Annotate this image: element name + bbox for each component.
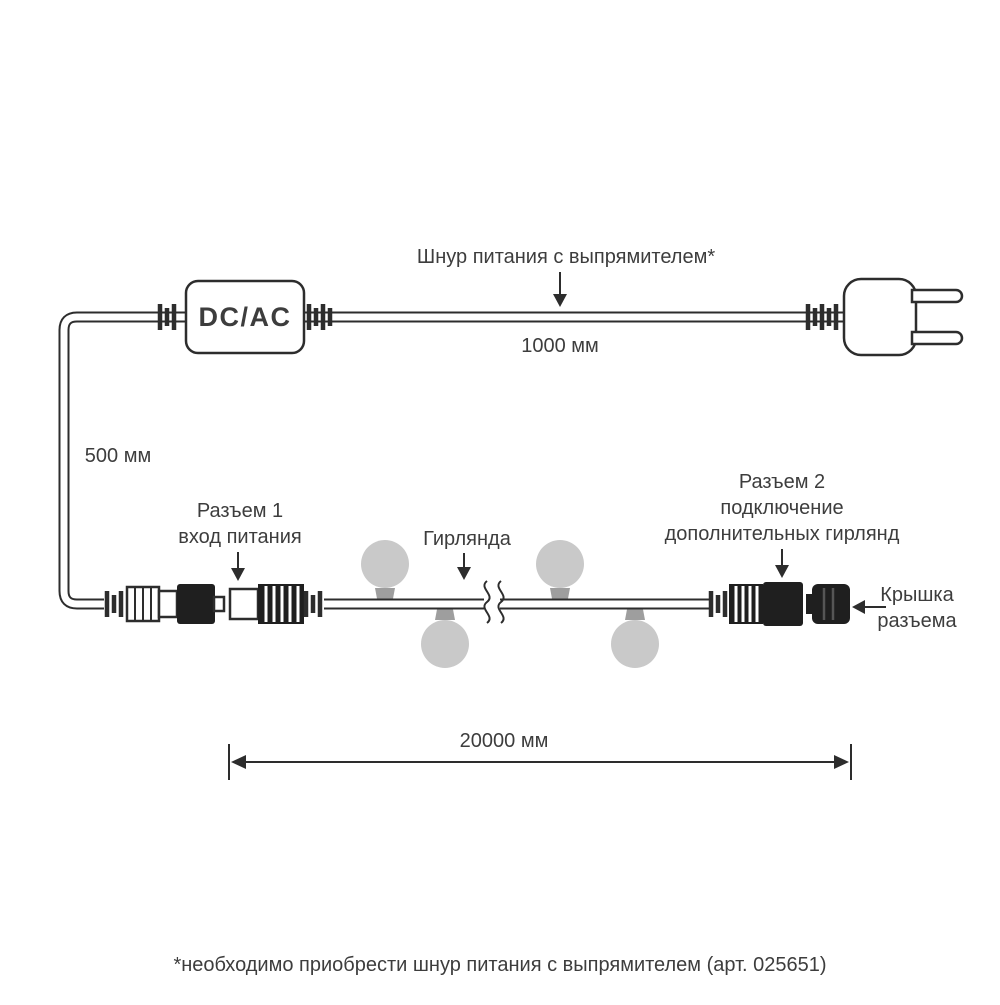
connector-2-subtitle-2: дополнительных гирлянд <box>665 523 900 545</box>
footnote: *необходимо приобрести шнур питания с вы… <box>173 954 826 976</box>
connector-2-title: Разъем 2 <box>739 471 825 493</box>
connector-2-label: Разъем 2 подключение дополнительных гирл… <box>665 471 900 578</box>
strain-relief-right-of-converter <box>306 304 333 330</box>
dimension-arrow-left-icon <box>231 755 246 769</box>
cap-label: Крышка разъема <box>852 584 958 632</box>
connector-1-label: Разъем 1 вход питания <box>178 500 302 581</box>
connector-cap <box>806 584 850 624</box>
garland-arrow-icon <box>457 567 471 580</box>
dcac-label: DC/AC <box>199 302 292 332</box>
bulb <box>536 540 584 588</box>
cap-arrow-icon <box>852 600 865 614</box>
dimension-line-garland: 20000 мм <box>228 730 852 780</box>
connector-1-plug <box>104 584 226 624</box>
garland-string <box>324 540 712 668</box>
power-cord-label: Шнур питания с выпрямителем* <box>417 246 715 268</box>
connector-2-socket <box>708 582 803 626</box>
power-cord-arrow-down-icon <box>553 272 567 307</box>
left-cable-length-label: 500 мм <box>85 445 151 467</box>
connector-1-arrow-icon <box>231 568 245 581</box>
power-plug <box>842 277 964 357</box>
strain-relief-at-plug <box>805 304 839 330</box>
plug-pin-bottom <box>910 330 964 346</box>
connector-2-arrow-icon <box>775 565 789 578</box>
cord-length-label: 1000 мм <box>521 335 599 357</box>
cap-title: Крышка <box>880 584 954 606</box>
break-symbol <box>483 580 505 624</box>
plug-pin-top <box>910 288 964 304</box>
connector-1-subtitle: вход питания <box>178 526 301 548</box>
bulb <box>611 620 659 668</box>
connector-1-title: Разъем 1 <box>197 500 283 522</box>
garland-label: Гирлянда <box>423 528 512 580</box>
connector-2-subtitle: подключение <box>720 497 843 519</box>
bulb <box>421 620 469 668</box>
connector-1-socket <box>228 584 323 624</box>
cap-subtitle: разъема <box>877 610 957 632</box>
dcac-converter: DC/AC <box>184 279 306 355</box>
bulb <box>361 540 409 588</box>
plug-body <box>842 277 918 357</box>
garland-title: Гирлянда <box>423 528 512 550</box>
garland-length-label: 20000 мм <box>460 730 549 752</box>
dimension-arrow-right-icon <box>834 755 849 769</box>
cable-500mm <box>58 311 192 610</box>
strain-relief-left-of-converter <box>157 304 177 330</box>
